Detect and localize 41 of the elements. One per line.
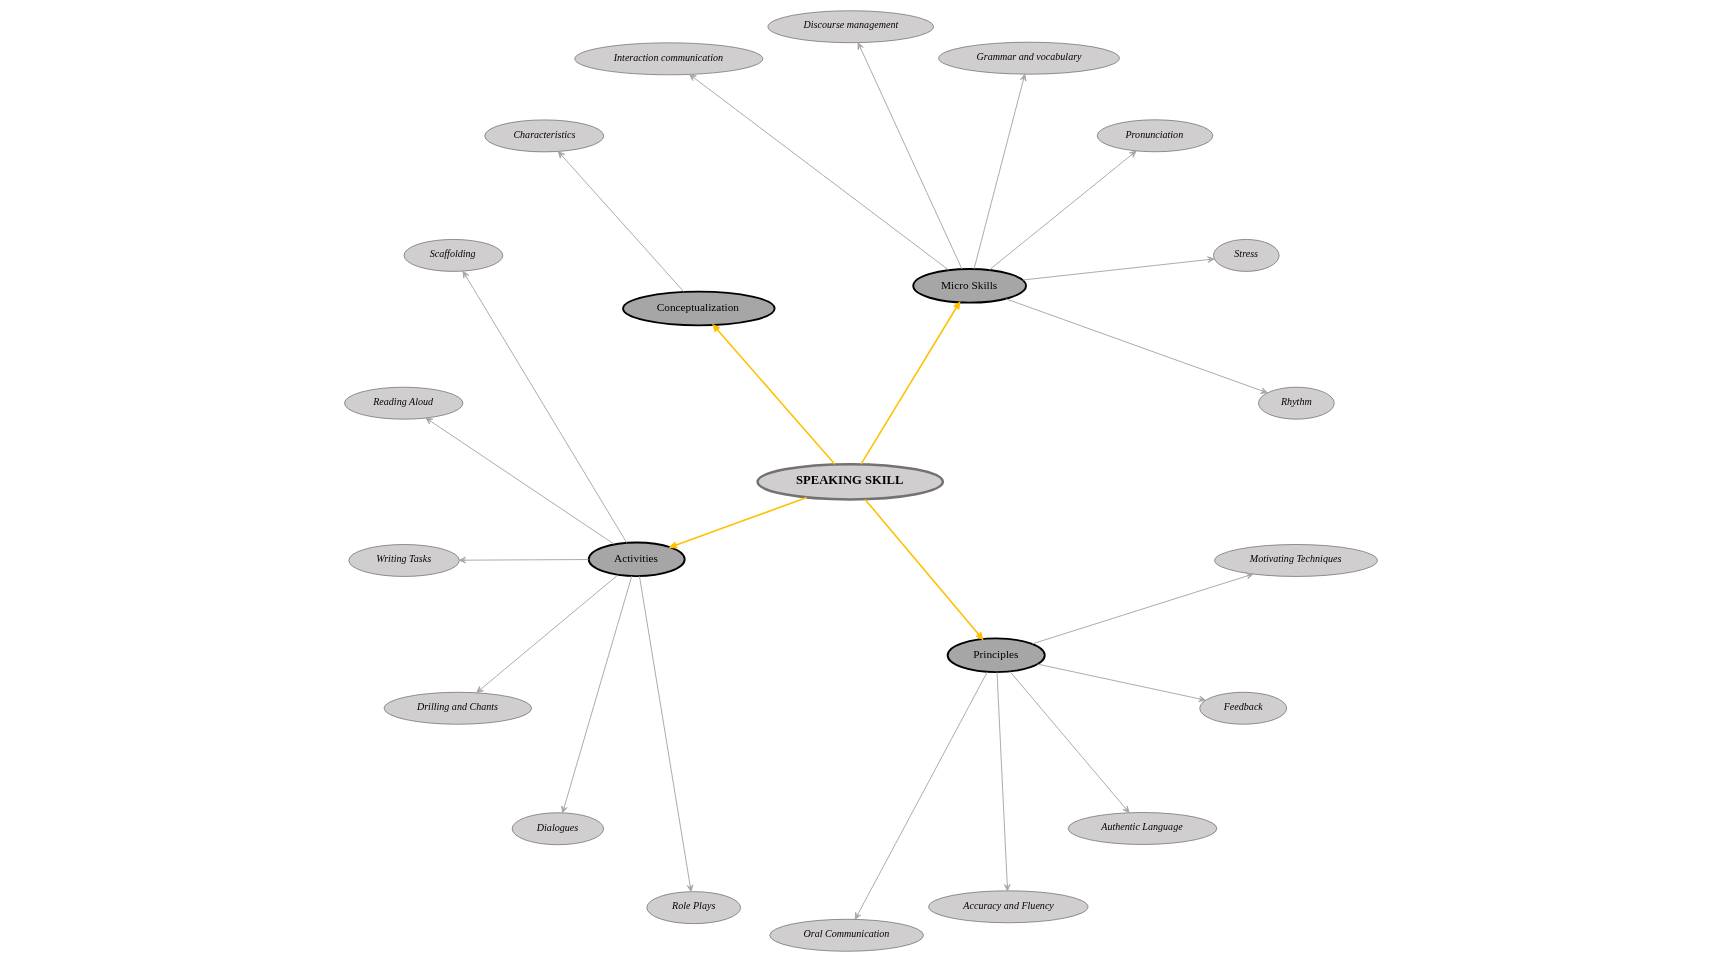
arrow — [669, 496, 808, 549]
node-ellipse: Writing Tasks — [348, 544, 460, 577]
node-ellipse: Principles — [946, 637, 1046, 674]
node-ellipse: Grammar and vocabulary — [938, 41, 1120, 75]
arrow — [988, 150, 1137, 271]
arrow — [1005, 298, 1268, 394]
arrow — [476, 574, 619, 694]
arrow — [689, 74, 950, 271]
node-ellipse: Reading Aloud — [344, 386, 464, 420]
arrow — [996, 671, 1011, 892]
arrow — [557, 151, 685, 293]
node-ellipse: Discourse management — [767, 10, 934, 44]
node-ellipse: Role Plays — [646, 891, 741, 924]
arrow — [864, 498, 984, 640]
arrow — [458, 556, 589, 564]
arrow — [462, 270, 628, 544]
arrow — [1031, 572, 1254, 645]
arrow — [425, 417, 615, 545]
node-ellipse: Scaffolding — [403, 239, 504, 272]
arrow — [1022, 256, 1215, 281]
arrow — [1009, 671, 1130, 814]
arrow — [973, 73, 1027, 270]
node-ellipse: Pronunciation — [1096, 119, 1214, 153]
arrow — [561, 575, 633, 814]
node-ellipse: Drilling and Chants — [383, 691, 532, 725]
node-ellipse: Conceptualization — [622, 290, 776, 327]
arrow — [1037, 663, 1206, 703]
node-ellipse: Stress — [1213, 239, 1280, 272]
arrow — [854, 671, 988, 920]
node-ellipse: Characteristics — [484, 119, 604, 153]
node-ellipse: Interaction communication — [574, 42, 764, 76]
node-ellipse: Oral Communication — [769, 918, 924, 952]
arrow — [712, 324, 836, 466]
arrow — [857, 42, 963, 270]
node-ellipse: Motivating Techniques — [1214, 544, 1378, 577]
node-ellipse: Accuracy and Fluency — [928, 890, 1089, 924]
node-ellipse: SPEAKING SKILL — [756, 462, 945, 501]
node-ellipse: Micro Skills — [912, 268, 1027, 304]
node-ellipse: Authentic Language — [1067, 812, 1218, 845]
arrow — [639, 575, 694, 892]
node-ellipse: Dialogues — [511, 812, 604, 846]
